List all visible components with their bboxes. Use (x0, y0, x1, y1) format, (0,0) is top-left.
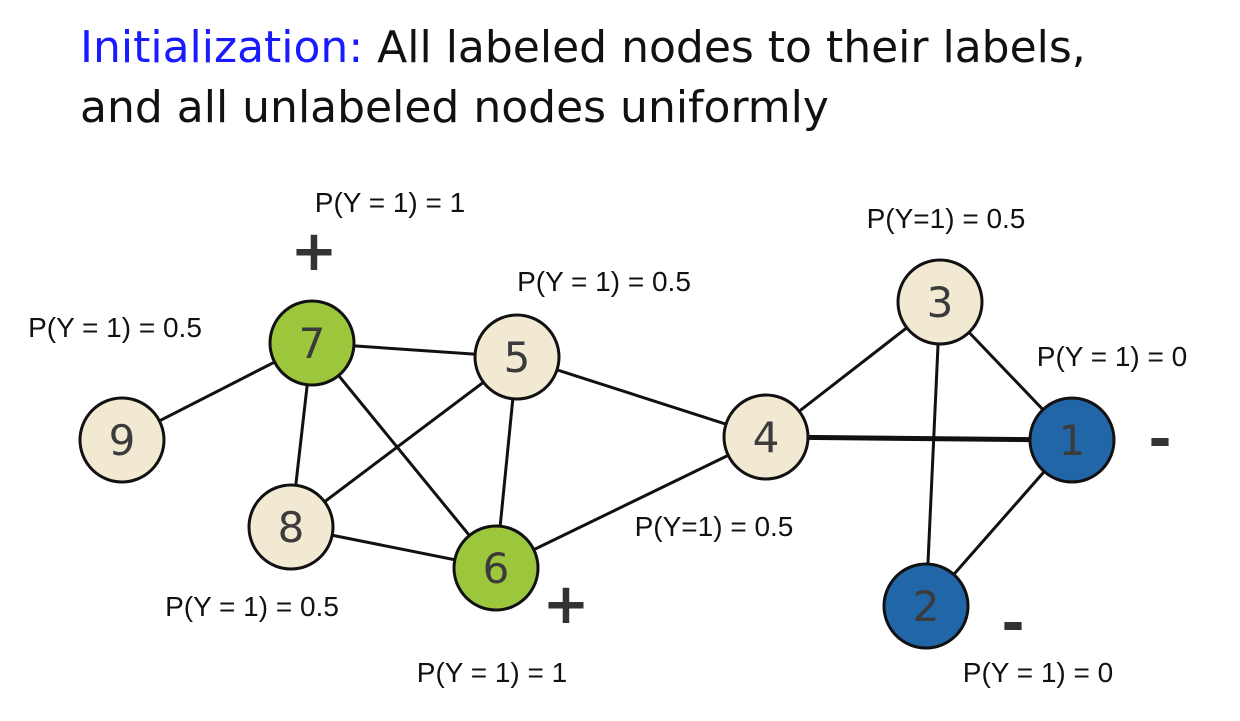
prob-label-node-1: P(Y = 1) = 0 (1037, 341, 1187, 372)
prob-label-node-3: P(Y=1) = 0.5 (867, 203, 1026, 234)
node-circle-6 (452, 524, 540, 612)
prob-label-node-7: P(Y = 1) = 1 (315, 187, 465, 218)
node-number-2: 2 (913, 582, 940, 631)
node-9: 9 (78, 396, 166, 484)
node-8: 8 (247, 483, 335, 571)
edge-6-4 (495, 435, 767, 570)
prob-label-node-5: P(Y = 1) = 0.5 (517, 266, 691, 297)
plus-sign-node-7: + (291, 219, 338, 284)
edge-3-2 (924, 301, 942, 607)
node-number-5: 5 (504, 333, 531, 382)
node-number-7: 7 (299, 319, 326, 368)
node-circle-8 (247, 483, 335, 571)
title-keyword: Initialization: (80, 22, 364, 73)
node-circle-2 (882, 562, 970, 650)
slide-title: Initialization: All labeled nodes to the… (80, 18, 1220, 138)
plus-sign-node-6: + (543, 572, 590, 637)
title-line2: and all unlabeled nodes uniformly (80, 82, 829, 133)
minus-sign-node-2: - (1001, 591, 1024, 656)
node-number-4: 4 (753, 413, 780, 462)
edge-7-6 (310, 342, 498, 569)
prob-label-node-8: P(Y = 1) = 0.5 (165, 591, 339, 622)
node-circle-9 (78, 396, 166, 484)
node-6: 6 (452, 524, 540, 612)
minus-sign-node-1: - (1148, 407, 1171, 472)
node-circle-3 (896, 258, 984, 346)
node-5: 5 (473, 313, 561, 401)
node-circle-5 (473, 313, 561, 401)
graph-nodes: 1 2 3 4 5 6 7 8 9 (78, 258, 1116, 650)
node-number-1: 1 (1059, 416, 1086, 465)
edge-5-8 (290, 355, 518, 529)
edge-5-4 (516, 355, 767, 439)
prob-label-node-9: P(Y = 1) = 0.5 (28, 312, 202, 343)
node-number-9: 9 (109, 416, 136, 465)
node-circle-4 (722, 393, 810, 481)
node-7: 7 (268, 299, 356, 387)
node-1: 1 (1028, 396, 1116, 484)
edge-4-1 (765, 434, 1073, 443)
title-line1-rest: All labeled nodes to their labels, (377, 22, 1086, 73)
node-number-6: 6 (483, 544, 510, 593)
node-number-3: 3 (927, 278, 954, 327)
prob-label-node-4: P(Y=1) = 0.5 (635, 511, 794, 542)
prob-label-node-6: P(Y = 1) = 1 (417, 657, 567, 688)
node-circle-1 (1028, 396, 1116, 484)
node-3: 3 (896, 258, 984, 346)
node-4: 4 (722, 393, 810, 481)
node-circle-7 (268, 299, 356, 387)
node-2: 2 (882, 562, 970, 650)
node-number-8: 8 (278, 503, 305, 552)
graph-labels: P(Y = 1) = 0-P(Y = 1) = 0-P(Y=1) = 0.5P(… (28, 187, 1187, 688)
prob-label-node-2: P(Y = 1) = 0 (963, 657, 1113, 688)
